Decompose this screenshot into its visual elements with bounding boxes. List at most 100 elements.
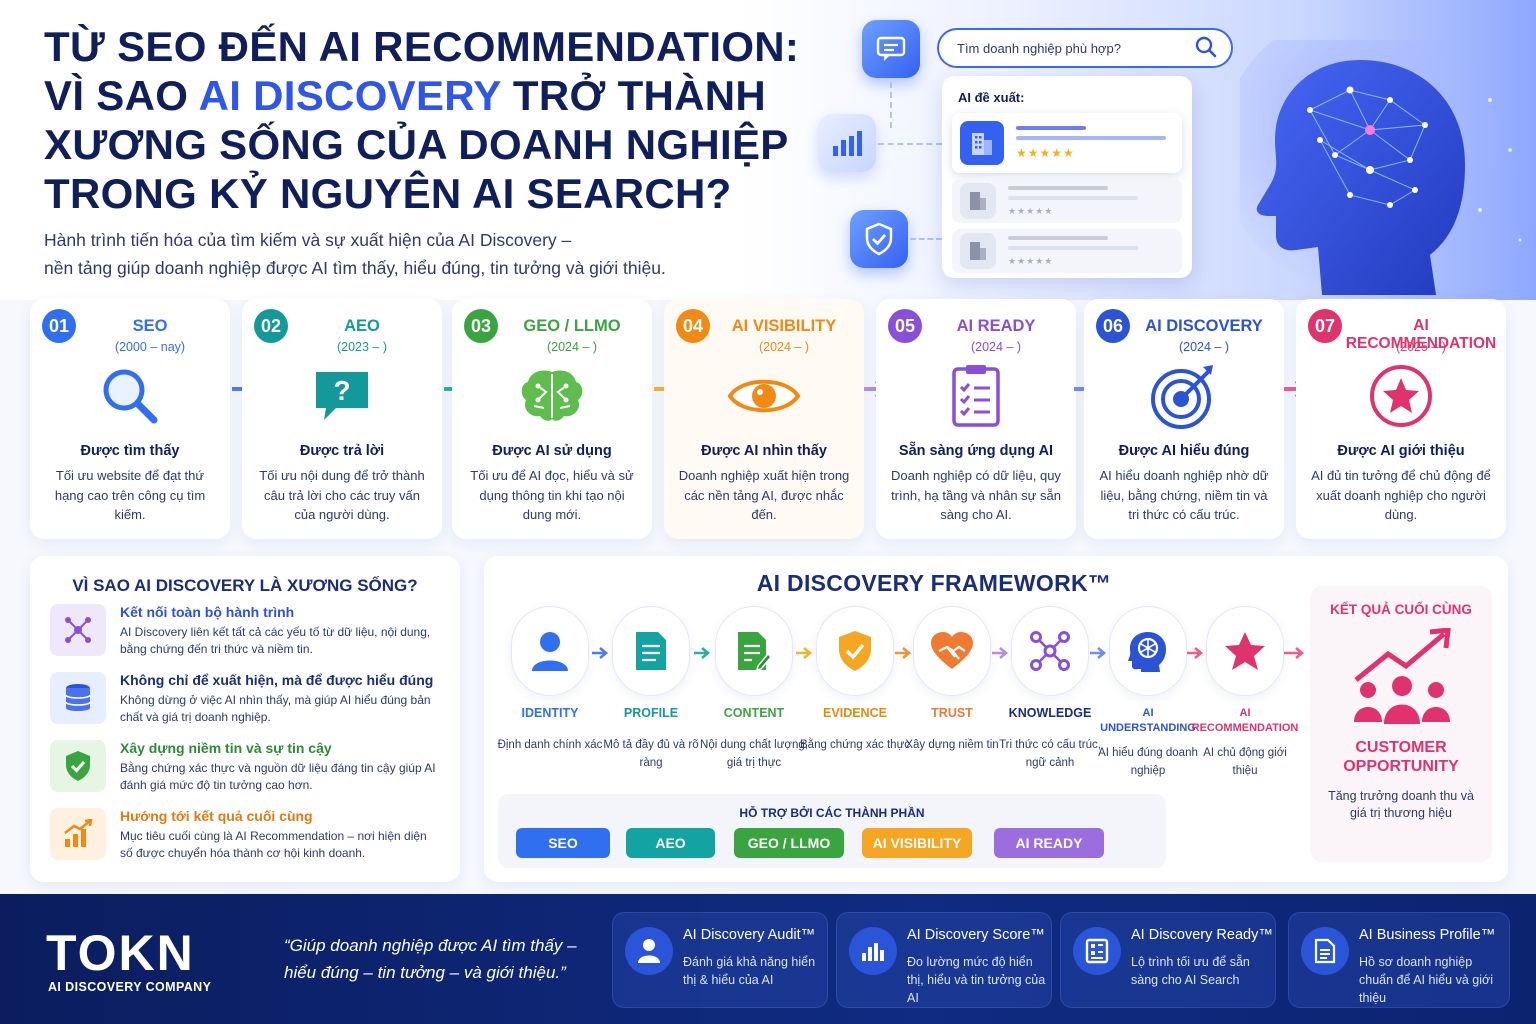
framework-node-desc: Bằng chứng xác thực bbox=[800, 739, 911, 751]
question-chat-icon: ? bbox=[242, 361, 442, 431]
framework-node-label: IDENTITY bbox=[521, 706, 579, 720]
framework-node-label-line: RECOMMENDATION bbox=[1191, 722, 1299, 734]
footer: TOKN AI DISCOVERY COMPANY “Giúp doanh ng… bbox=[0, 894, 1536, 1024]
step-card-ai-discovery: 06 AI DISCOVERY (2024 – ) Được AI hiểu đ… bbox=[1084, 299, 1284, 539]
step-headline: Được AI sử dụng bbox=[492, 443, 612, 459]
framework-panel: AI DISCOVERY FRAMEWORK™ IDENTITY Định da… bbox=[484, 556, 1508, 882]
user-audit-icon bbox=[625, 927, 673, 975]
service-desc: Đo lường mức độ hiển thị, hiểu và tin tư… bbox=[907, 955, 1046, 1005]
step-description: Doanh nghiệp xuất hiện trong các nền tản… bbox=[678, 468, 850, 522]
step-name: AI RECOMMENDATION bbox=[1345, 317, 1497, 352]
growth-chart-icon bbox=[50, 808, 106, 860]
star-icon bbox=[1206, 606, 1284, 696]
step-number: 02 bbox=[254, 309, 288, 343]
step-name: AEO bbox=[344, 317, 380, 335]
service-card-audit[interactable]: AI Discovery Audit™ Đánh giá khả năng hi… bbox=[612, 912, 828, 1008]
ai-head-icon bbox=[1109, 606, 1187, 696]
service-card-profile[interactable]: AI Business Profile™ Hồ sơ doanh nghiệp … bbox=[1288, 912, 1510, 1008]
title-highlight: AI DISCOVERY bbox=[198, 72, 501, 119]
support-pill-geo-llmo[interactable]: GEO / LLMO bbox=[734, 828, 844, 858]
subtitle-line-1: Hành trình tiến hóa của tìm kiếm và sự x… bbox=[44, 230, 572, 250]
step-name: SEO bbox=[132, 317, 168, 335]
framework-node-desc: Mô tả đầy đủ và rõ ràng bbox=[603, 739, 699, 769]
step-years: (2000 – nay) bbox=[114, 340, 186, 354]
framework-node-label-line: AI bbox=[1142, 707, 1154, 719]
service-card-score[interactable]: AI Discovery Score™ Đo lường mức độ hiển… bbox=[836, 912, 1052, 1008]
building-icon bbox=[960, 183, 996, 219]
title-line-3: XƯƠNG SỐNG CỦA DOANH NGHIỆP bbox=[44, 121, 789, 168]
shield-icon bbox=[816, 606, 894, 696]
support-pill-ai-visibility[interactable]: AI VISIBILITY bbox=[862, 828, 972, 858]
arrow-right-icon bbox=[1187, 647, 1204, 659]
step-description: Tối ưu để AI đọc, hiểu và sử dụng thông … bbox=[470, 468, 634, 522]
framework-node-desc: AI hiểu đúng doanh nghiệp bbox=[1098, 747, 1198, 777]
search-bar[interactable]: Tìm doanh nghiệp phù hợp? bbox=[937, 28, 1233, 68]
service-desc: Lộ trình tối ưu để sẵn sàng cho AI Searc… bbox=[1131, 955, 1250, 987]
step-card-ai-visibility: 04 AI VISIBILITY (2024 – ) Được AI nhìn … bbox=[664, 299, 864, 539]
recommendation-item[interactable]: ★★★★★ bbox=[952, 229, 1182, 273]
customer-growth-icon bbox=[1348, 627, 1458, 733]
why-item-title: Hướng tới kết quả cuối cùng bbox=[120, 808, 313, 824]
step-headline: Sẵn sàng ứng dụng AI bbox=[898, 443, 1054, 459]
shield-check-icon bbox=[50, 740, 106, 792]
step-card-ai-ready: 05 AI READY (2024 – ) Sẵn sàng ứng dụng … bbox=[876, 299, 1076, 539]
why-item: Kết nối toàn bộ hành trình AI Discovery … bbox=[50, 604, 450, 664]
star-badge-icon bbox=[1296, 361, 1506, 431]
step-number: 01 bbox=[42, 309, 76, 343]
service-name: AI Business Profile™ bbox=[1359, 927, 1496, 943]
recommendation-label: AI đề xuất: bbox=[958, 90, 1025, 105]
footer-quote-line: “Giúp doanh nghiệp được AI tìm thấy – bbox=[284, 936, 577, 955]
result-description: Tăng trưởng doanh thu và giá trị thương … bbox=[1328, 789, 1474, 820]
connector-line bbox=[890, 82, 892, 128]
framework-node-label: TRUST bbox=[931, 706, 973, 720]
company-logo: TOKN bbox=[46, 925, 195, 981]
network-icon bbox=[50, 604, 106, 656]
framework-node-desc: Xây dựng niềm tin bbox=[905, 739, 999, 751]
recommendation-item-top[interactable]: ★★★★★ bbox=[952, 113, 1182, 173]
why-title: VÌ SAO AI DISCOVERY LÀ XƯƠNG SỐNG? bbox=[72, 576, 418, 595]
framework-node-desc: Tri thức có cấu trúc, ngữ cảnh bbox=[999, 739, 1101, 769]
arrow-right-icon bbox=[694, 647, 711, 659]
handshake-heart-icon bbox=[913, 606, 991, 696]
step-years: (2024 – ) bbox=[1178, 340, 1230, 354]
support-panel: HỖ TRỢ BỞI CÁC THÀNH PHẦN SEO AEO GEO / … bbox=[498, 794, 1166, 868]
support-pill-ai-ready[interactable]: AI READY bbox=[994, 828, 1104, 858]
framework-node-label: CONTENT bbox=[723, 706, 785, 720]
step-headline: Được AI hiểu đúng bbox=[1118, 443, 1250, 459]
arrow-right-icon bbox=[796, 647, 813, 659]
step-number: 06 bbox=[1096, 309, 1130, 343]
step-name: GEO / LLMO bbox=[523, 317, 621, 335]
title-line-2-post: TRỞ THÀNH bbox=[500, 72, 767, 119]
framework-node-label: EVIDENCE bbox=[823, 706, 887, 720]
why-item-title: Xây dựng niềm tin và sự tin cậy bbox=[120, 740, 332, 756]
recommendation-item[interactable]: ★★★★★ bbox=[952, 179, 1182, 223]
step-name: AI DISCOVERY bbox=[1145, 317, 1263, 335]
why-item: Không chỉ để xuất hiện, mà để được hiểu … bbox=[50, 672, 450, 732]
step-description: Doanh nghiệp có dữ liệu, quy trình, hạ t… bbox=[891, 468, 1061, 522]
edit-document-icon bbox=[715, 606, 793, 696]
step-years: (2024 – ) bbox=[758, 340, 810, 354]
rating-stars: ★★★★★ bbox=[1008, 255, 1054, 266]
eye-icon bbox=[664, 361, 864, 431]
framework-node-label: PROFILE bbox=[623, 706, 679, 720]
connector-line bbox=[910, 238, 942, 240]
step-card-seo: 01 SEO (2000 – nay) Được tìm thấy Tối ưu… bbox=[30, 299, 230, 539]
step-headline: Được tìm thấy bbox=[80, 443, 180, 459]
framework-node-desc: AI chủ động giới thiệu bbox=[1203, 747, 1287, 777]
target-icon bbox=[1084, 361, 1284, 431]
support-pill-seo[interactable]: SEO bbox=[516, 828, 610, 858]
result-title: KẾT QUẢ CUỐI CÙNG bbox=[1330, 602, 1472, 617]
service-card-ready[interactable]: AI Discovery Ready™ Lộ trình tối ưu để s… bbox=[1060, 912, 1276, 1008]
framework-title: AI DISCOVERY FRAMEWORK™ bbox=[756, 570, 1112, 596]
support-pill-aeo[interactable]: AEO bbox=[626, 828, 715, 858]
database-icon bbox=[50, 672, 106, 724]
search-icon bbox=[30, 361, 230, 431]
search-icon[interactable] bbox=[1195, 36, 1217, 61]
search-placeholder: Tìm doanh nghiệp phù hợp? bbox=[957, 40, 1121, 56]
person-icon bbox=[511, 606, 589, 696]
step-years: (2023 – ) bbox=[336, 340, 388, 354]
step-number: 03 bbox=[464, 309, 498, 343]
step-number: 04 bbox=[676, 309, 710, 343]
step-description: Tối ưu nội dung để trở thành câu trả lời… bbox=[259, 468, 425, 522]
